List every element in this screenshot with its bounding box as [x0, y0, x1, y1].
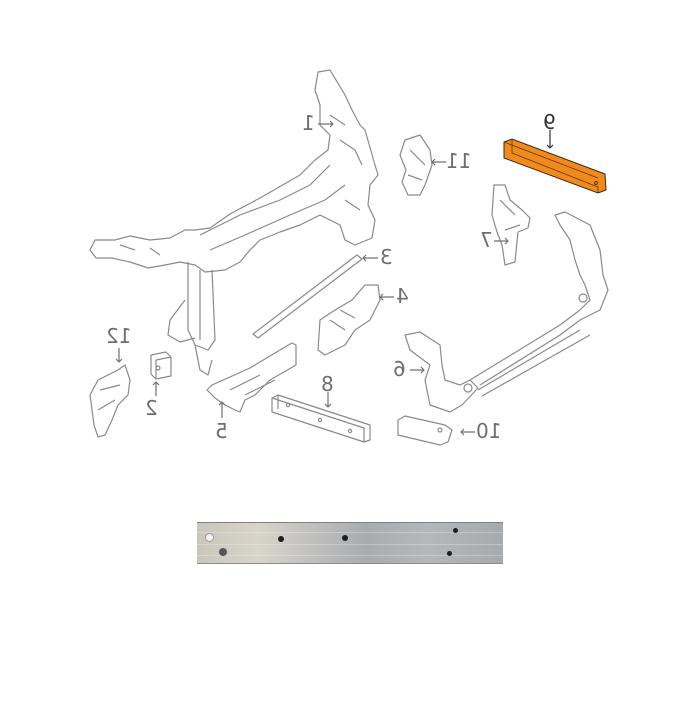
product-photo-aluminum-bar — [197, 522, 503, 564]
part-11-bracket — [399, 134, 433, 196]
callout-label-5: 5 — [215, 419, 228, 443]
part-1-upper-carrier — [89, 69, 379, 376]
photo-hole — [342, 535, 348, 541]
callout-label-8: 8 — [321, 372, 334, 396]
part-6-crossmember — [404, 211, 609, 413]
part-8-bar — [271, 394, 371, 443]
part-5-bracket — [206, 342, 297, 413]
callout-arrows — [115, 120, 554, 436]
callout-label-9: 9 — [543, 110, 556, 134]
photo-hole — [205, 533, 214, 542]
callout-label-12: 12 — [106, 324, 132, 348]
part-9-highlighted-bar — [503, 138, 607, 194]
part-10-block — [397, 415, 453, 446]
photo-hole — [219, 548, 227, 556]
part-7-bracket — [491, 184, 531, 266]
callout-label-10: 10 — [476, 419, 502, 443]
callout-label-6: 6 — [393, 357, 406, 381]
callout-label-4: 4 — [396, 284, 409, 308]
photo-hole — [453, 528, 458, 533]
photo-hole — [278, 536, 284, 542]
part-2-block — [150, 351, 172, 380]
part-12-deflector — [89, 364, 131, 438]
callout-label-11: 11 — [446, 149, 472, 173]
part-3-strip — [252, 254, 363, 339]
photo-hole — [447, 551, 452, 556]
callout-label-1: 1 — [302, 111, 315, 135]
callout-label-2: 2 — [145, 396, 158, 420]
callout-label-3: 3 — [380, 245, 393, 269]
part-4-bracket — [317, 284, 381, 356]
callout-label-7: 7 — [480, 228, 493, 252]
